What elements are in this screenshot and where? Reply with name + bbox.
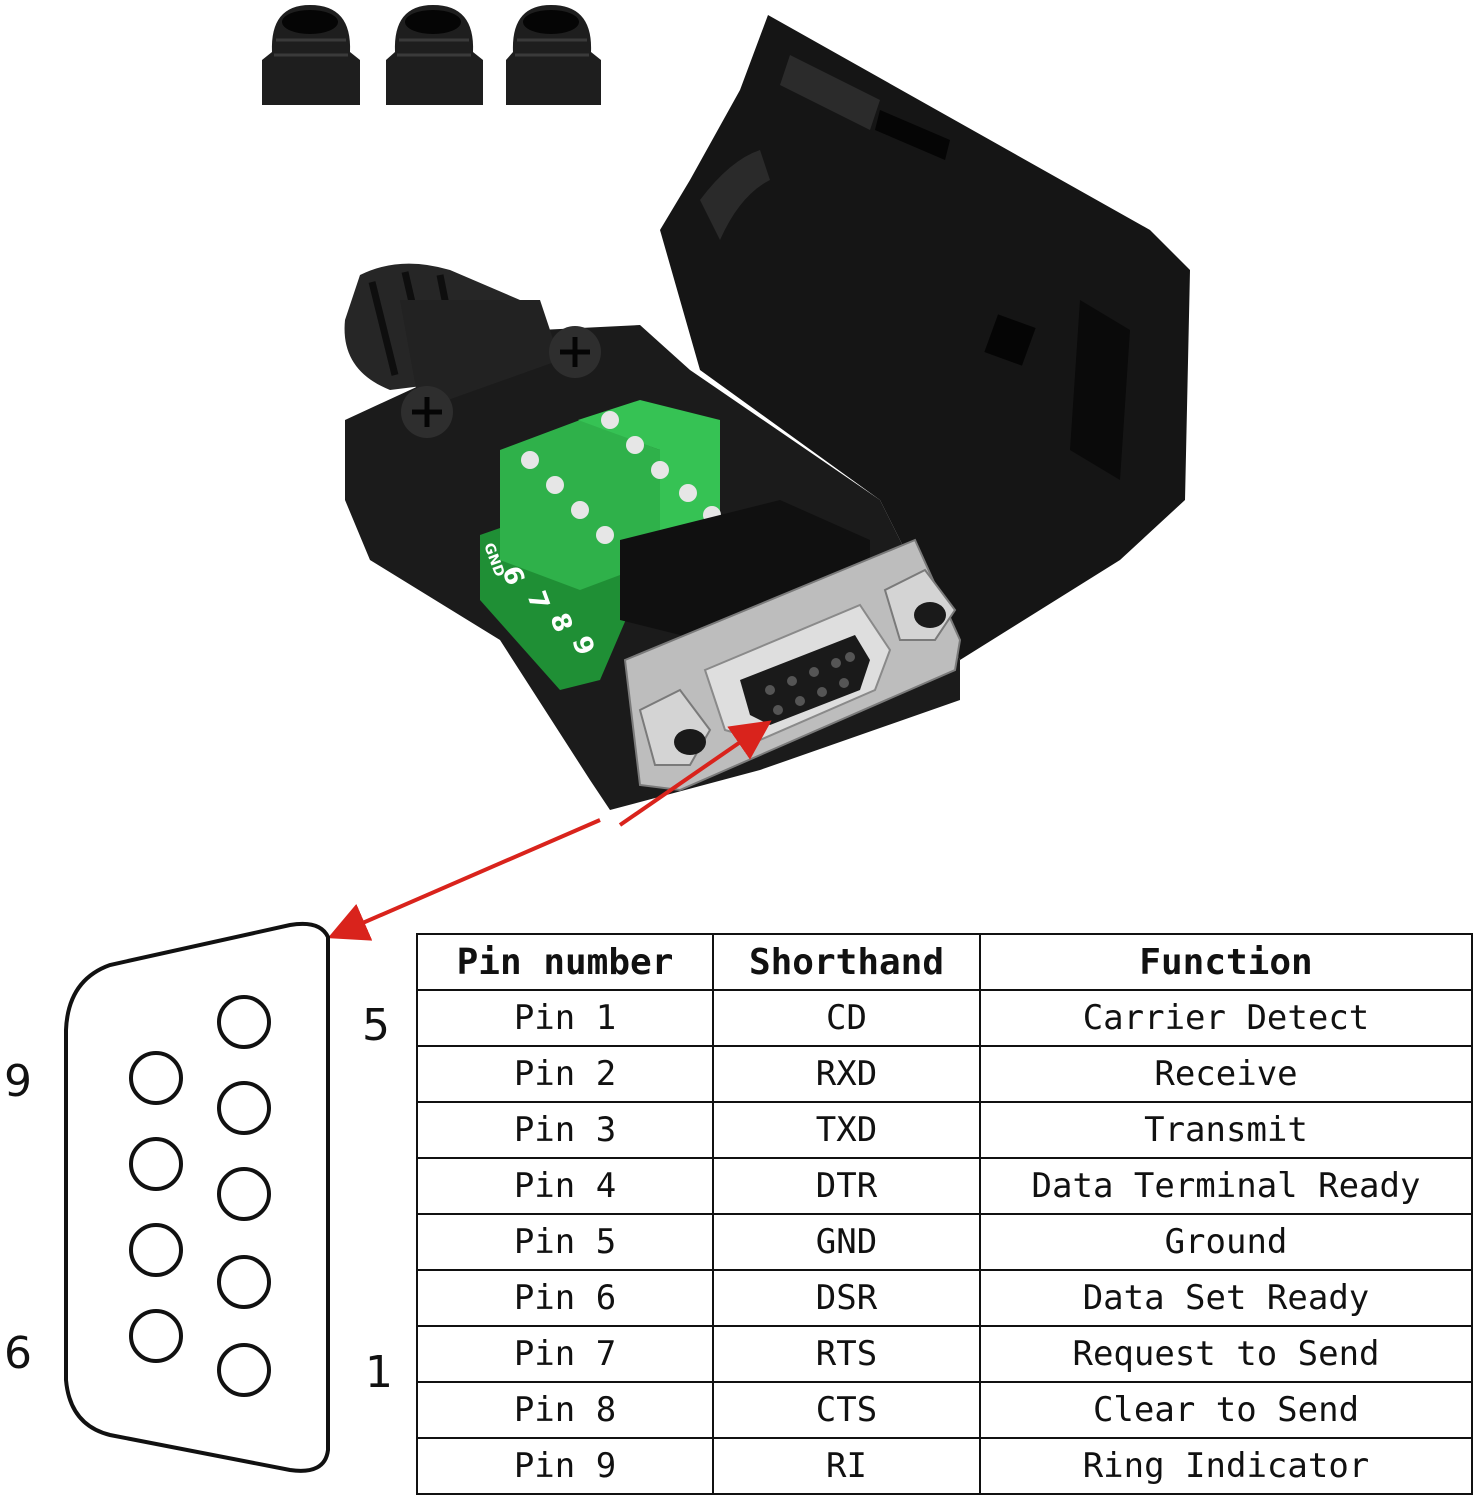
grommet-icon bbox=[262, 5, 360, 105]
table-header-row: Pin number Shorthand Function bbox=[416, 933, 1473, 991]
cell-shorthand: DSR bbox=[712, 1269, 981, 1327]
grommet-icon bbox=[386, 5, 483, 105]
cell-pin: Pin 4 bbox=[416, 1157, 714, 1215]
cell-shorthand: RI bbox=[712, 1437, 981, 1495]
housing-lid bbox=[660, 15, 1190, 660]
cell-shorthand: CD bbox=[712, 989, 981, 1047]
db9-face-drawing bbox=[64, 921, 330, 1473]
arrow-to-drawing bbox=[327, 818, 601, 941]
pin-hole-1 bbox=[217, 1343, 271, 1397]
cell-pin: Pin 8 bbox=[416, 1381, 714, 1439]
product-photo: GND 6 7 8 9 bbox=[262, 5, 1190, 810]
cell-function: Ring Indicator bbox=[979, 1437, 1473, 1495]
header-shorthand: Shorthand bbox=[712, 933, 981, 991]
cell-pin: Pin 5 bbox=[416, 1213, 714, 1271]
pin-hole-5 bbox=[217, 995, 271, 1049]
cell-pin: Pin 7 bbox=[416, 1325, 714, 1383]
table-row: Pin 5 GND Ground bbox=[416, 1213, 1473, 1271]
cell-function: Ground bbox=[979, 1213, 1473, 1271]
pin-hole-3 bbox=[217, 1167, 271, 1221]
table-row: Pin 1 CD Carrier Detect bbox=[416, 989, 1473, 1047]
cell-function: Data Terminal Ready bbox=[979, 1157, 1473, 1215]
header-function: Function bbox=[979, 933, 1473, 991]
cell-pin: Pin 3 bbox=[416, 1101, 714, 1159]
cell-shorthand: GND bbox=[712, 1213, 981, 1271]
pin-hole-6 bbox=[129, 1309, 183, 1363]
cell-pin: Pin 9 bbox=[416, 1437, 714, 1495]
cell-shorthand: RTS bbox=[712, 1325, 981, 1383]
pin-label-9: 9 bbox=[4, 1056, 32, 1107]
table-row: Pin 8 CTS Clear to Send bbox=[416, 1381, 1473, 1439]
cell-pin: Pin 6 bbox=[416, 1269, 714, 1327]
cell-pin: Pin 2 bbox=[416, 1045, 714, 1103]
table-row: Pin 9 RI Ring Indicator bbox=[416, 1437, 1473, 1495]
cell-function: Transmit bbox=[979, 1101, 1473, 1159]
cell-shorthand: DTR bbox=[712, 1157, 981, 1215]
db9-shell bbox=[623, 538, 962, 792]
grommet-icon bbox=[506, 5, 601, 105]
table-row: Pin 7 RTS Request to Send bbox=[416, 1325, 1473, 1383]
pin-hole-8 bbox=[129, 1137, 183, 1191]
cell-pin: Pin 1 bbox=[416, 989, 714, 1047]
cell-shorthand: TXD bbox=[712, 1101, 981, 1159]
cell-shorthand: RXD bbox=[712, 1045, 981, 1103]
cell-function: Receive bbox=[979, 1045, 1473, 1103]
arrow-to-connector bbox=[618, 720, 772, 827]
pin-label-1: 1 bbox=[365, 1347, 393, 1398]
cell-function: Clear to Send bbox=[979, 1381, 1473, 1439]
pin-label-5: 5 bbox=[362, 1000, 390, 1051]
table-row: Pin 6 DSR Data Set Ready bbox=[416, 1269, 1473, 1327]
cell-shorthand: CTS bbox=[712, 1381, 981, 1439]
cell-function: Data Set Ready bbox=[979, 1269, 1473, 1327]
table-row: Pin 4 DTR Data Terminal Ready bbox=[416, 1157, 1473, 1215]
table-row: Pin 2 RXD Receive bbox=[416, 1045, 1473, 1103]
pin-hole-2 bbox=[217, 1255, 271, 1309]
header-pin-number: Pin number bbox=[416, 933, 714, 991]
cell-function: Request to Send bbox=[979, 1325, 1473, 1383]
pin-hole-4 bbox=[217, 1081, 271, 1135]
pin-hole-9 bbox=[129, 1051, 183, 1105]
table-row: Pin 3 TXD Transmit bbox=[416, 1101, 1473, 1159]
pin-label-6: 6 bbox=[4, 1328, 32, 1379]
pin-hole-7 bbox=[129, 1223, 183, 1277]
cell-function: Carrier Detect bbox=[979, 989, 1473, 1047]
pointer-arrows bbox=[327, 720, 772, 941]
pinout-table: Pin number Shorthand Function Pin 1 CD C… bbox=[416, 933, 1473, 1495]
